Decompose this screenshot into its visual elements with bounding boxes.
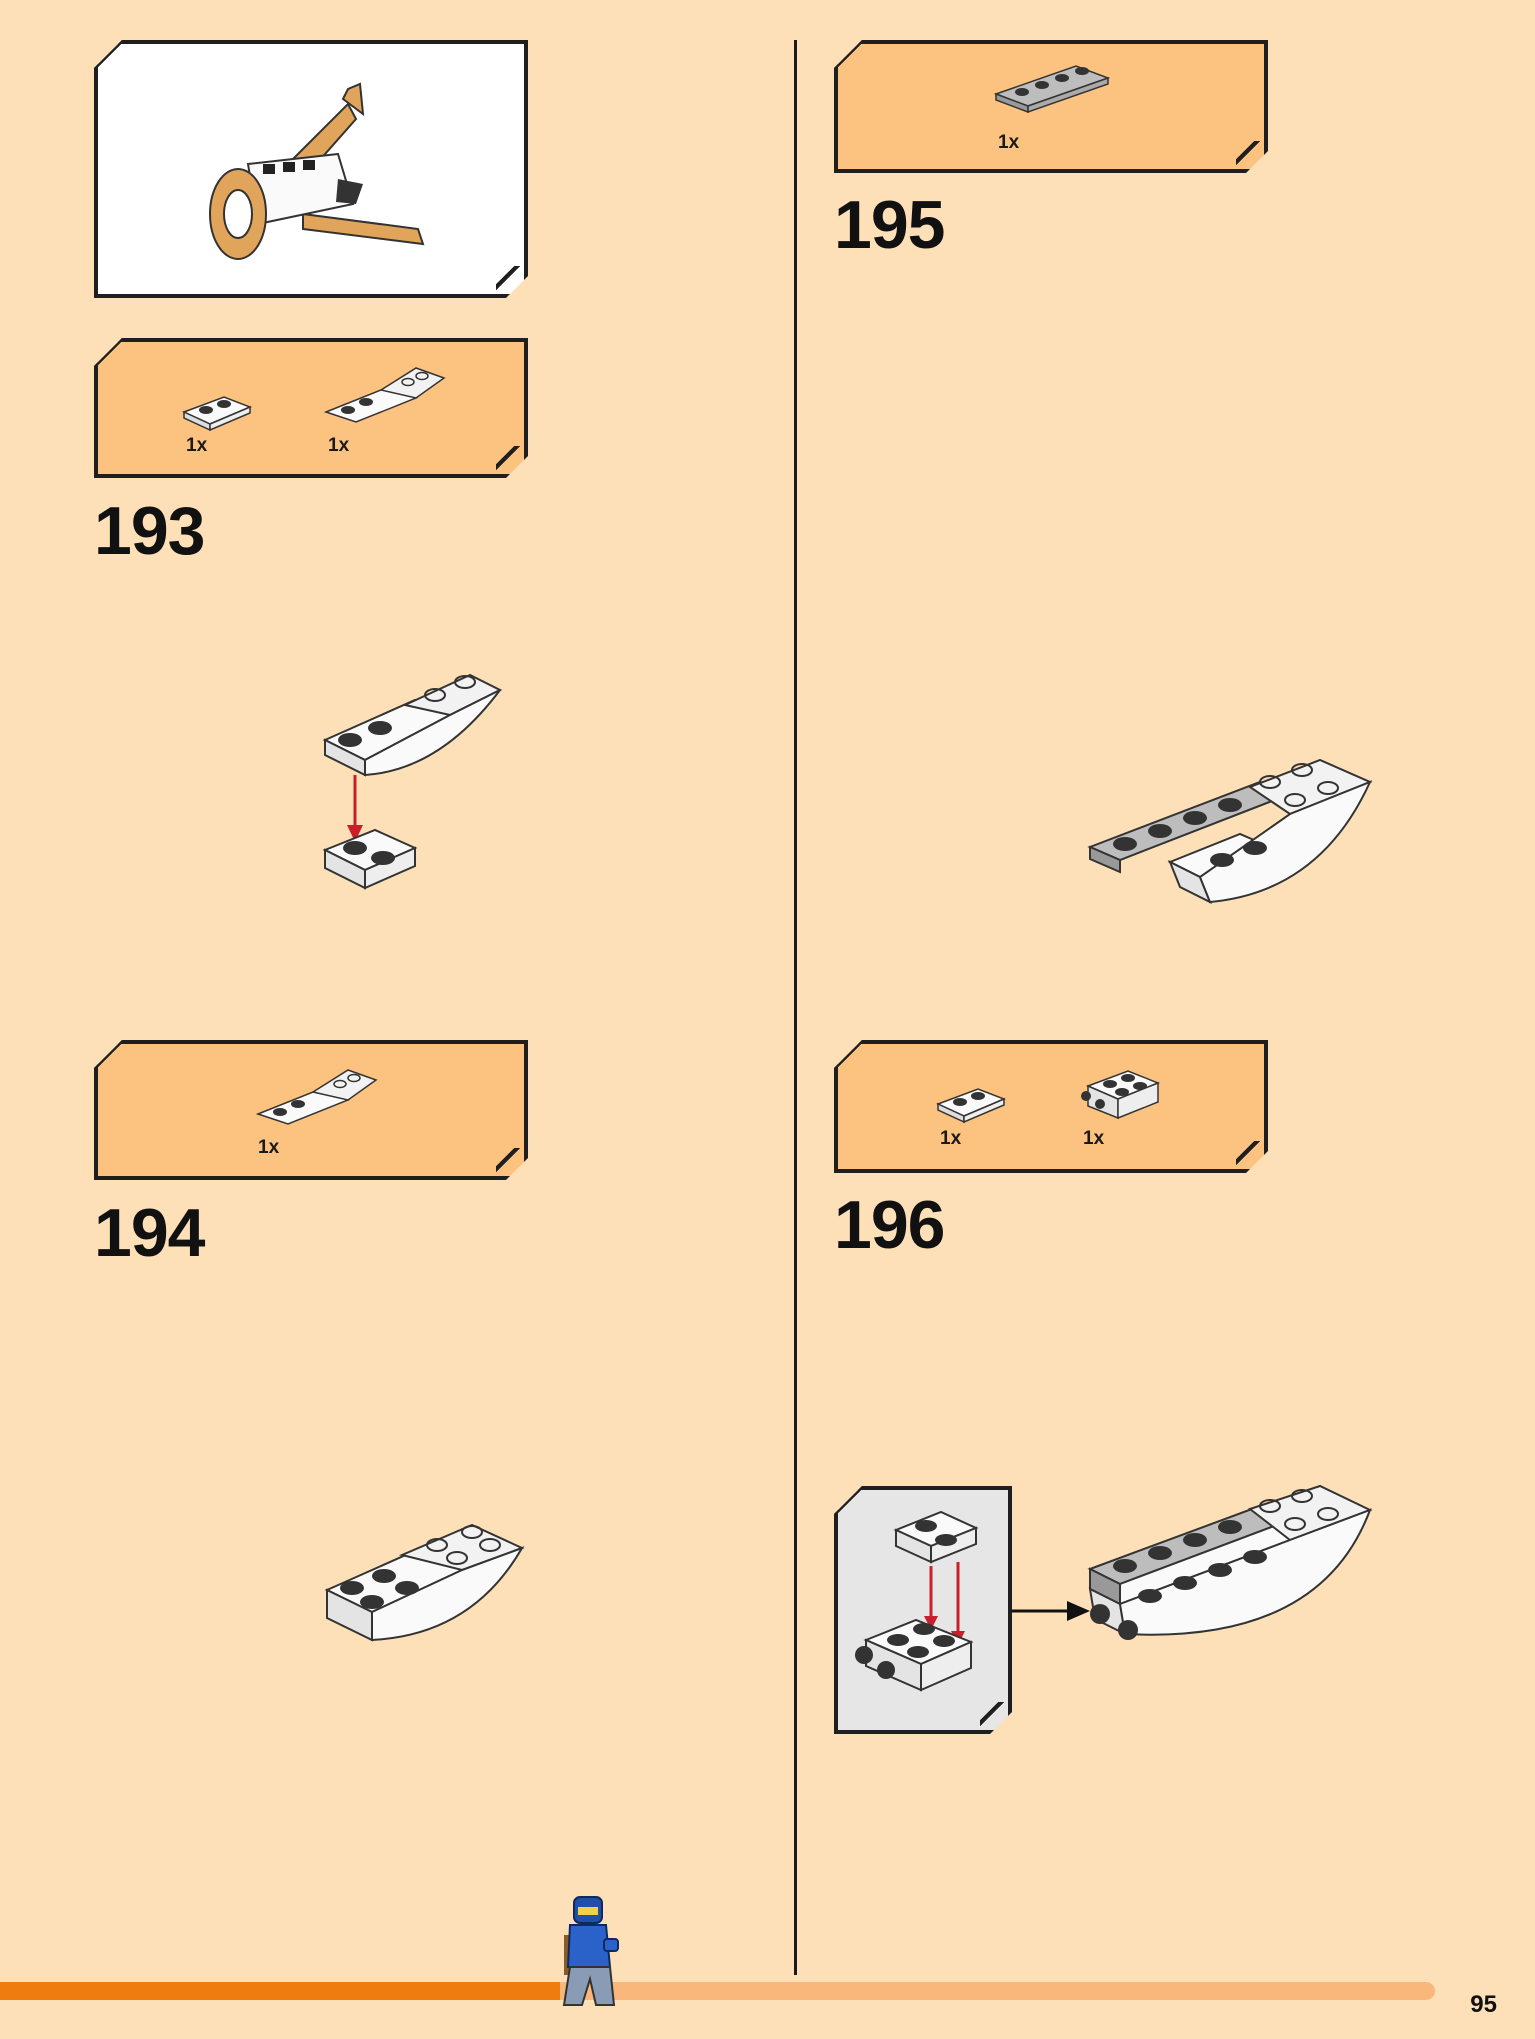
ninja-minifigure-icon (562, 1896, 619, 2006)
step-194-number: 194 (94, 1195, 205, 1271)
step-194-parts-box: 1x (94, 1040, 528, 1180)
page-number: 95 (1470, 1991, 1497, 2018)
subassembly-preview-icon (98, 44, 532, 302)
slope-inverted-icon (258, 1062, 378, 1132)
step-193-part-1-qty: 1x (186, 435, 208, 456)
step-195-part-1-qty: 1x (998, 132, 1020, 153)
brick-studs-sides-icon (1078, 1066, 1168, 1126)
slope-inverted-icon (326, 360, 446, 430)
step-194-build-icon (324, 1523, 525, 1642)
subassembly-build-icon (846, 1500, 1006, 1720)
step-193-build-icon (322, 673, 503, 890)
step-196-part-2-qty: 1x (1083, 1128, 1105, 1149)
step-195-parts-box: 1x (834, 40, 1268, 173)
step-195-number: 195 (834, 187, 945, 263)
plate-1x2-icon (184, 392, 254, 432)
progress-bar (0, 1982, 1435, 2000)
step-195-build-icon (1087, 758, 1373, 905)
plate-1x4-grey-icon (996, 64, 1116, 114)
step-196-part-1-qty: 1x (940, 1128, 962, 1149)
column-divider (794, 40, 797, 1975)
step-196-subassembly-box (834, 1486, 1012, 1734)
progress-fill (0, 1982, 560, 2000)
arrow-right-icon (1012, 1601, 1090, 1621)
step-196-parts-box: 1x 1x (834, 1040, 1268, 1173)
step-196-build-icon (1087, 1484, 1373, 1640)
step-193-part-2-qty: 1x (328, 435, 350, 456)
step-194-part-1-qty: 1x (258, 1137, 280, 1158)
step-193-number: 193 (94, 493, 205, 569)
step-196-number: 196 (834, 1187, 945, 1263)
step-193-parts-box: 1x 1x (94, 338, 528, 478)
plate-1x2-icon (938, 1084, 1008, 1124)
preview-box (94, 40, 528, 298)
